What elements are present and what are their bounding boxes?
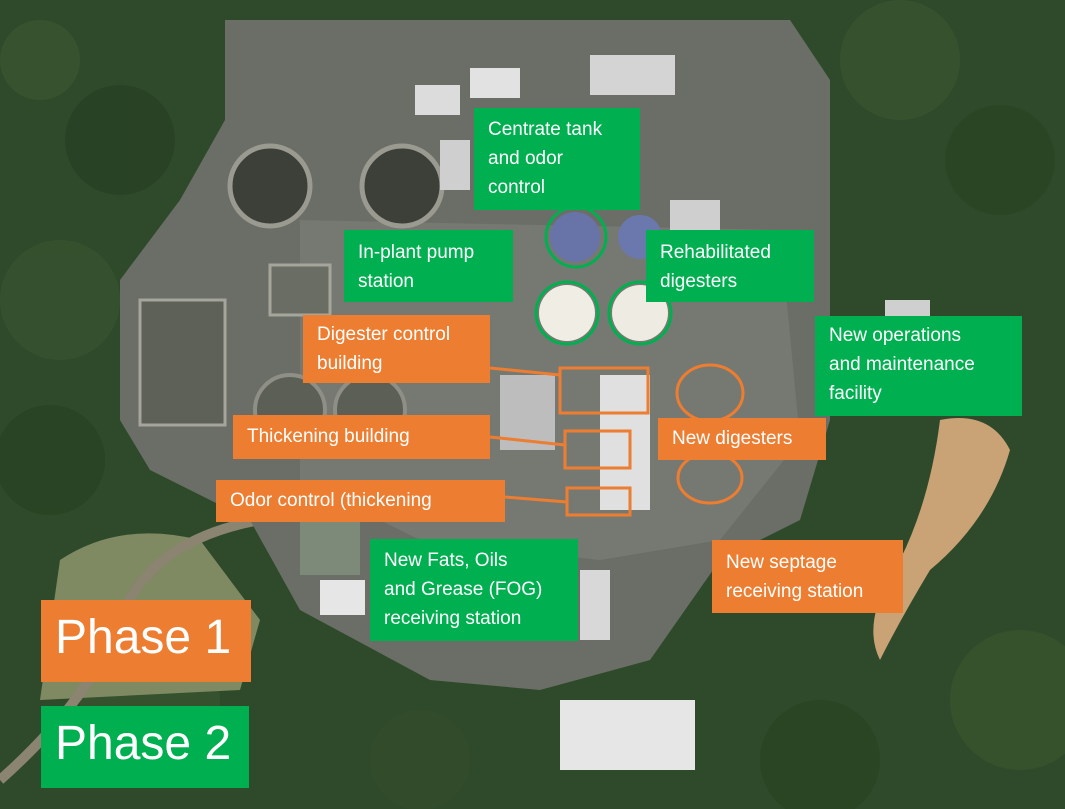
label-digester-control-building: Digester control building (303, 315, 490, 383)
building-roof (885, 300, 930, 320)
building-roof (440, 140, 470, 190)
aeration-basin-2 (268, 263, 332, 317)
label-odor-control-thickening: Odor control (thickening (216, 480, 505, 522)
building-roof (320, 580, 365, 615)
building-roof (670, 200, 720, 235)
building-roof (300, 520, 360, 575)
label-centrate-tank: Centrate tank and odor control (474, 108, 640, 210)
label-septage-receiving-station: New septage receiving station (712, 540, 903, 613)
label-thickening-building: Thickening building (233, 415, 490, 459)
label-fog-receiving-station: New Fats, Oils and Grease (FOG) receivin… (370, 539, 578, 641)
building-roof (470, 68, 520, 98)
label-in-plant-pump-station: In-plant pump station (344, 230, 513, 302)
building-roof (600, 375, 650, 510)
label-new-operations-facility: New operations and maintenance facility (815, 316, 1022, 416)
label-rehabilitated-digesters: Rehabilitated digesters (646, 230, 814, 302)
eroded-slope (873, 418, 1010, 660)
legend-phase-2: Phase 2 (41, 706, 249, 788)
aeration-basin (138, 298, 227, 427)
label-new-digesters: New digesters (658, 418, 826, 460)
building-roof (590, 55, 675, 95)
clarifier-2 (359, 143, 445, 229)
legend-phase-1: Phase 1 (41, 600, 251, 682)
building-roof (500, 375, 555, 450)
building-roof (580, 570, 610, 640)
building-roof (415, 85, 460, 115)
clarifier-1 (227, 143, 313, 229)
digester (550, 212, 600, 262)
digester (539, 285, 595, 341)
building-roof (560, 700, 695, 770)
